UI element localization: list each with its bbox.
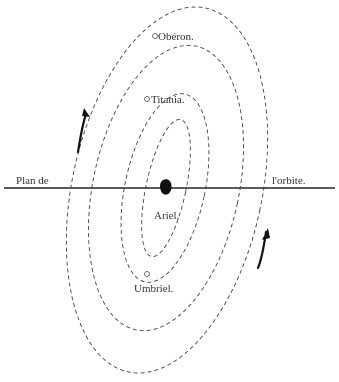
motion-arrowhead-right-icon [262, 228, 270, 240]
titania-moon [145, 97, 150, 102]
umbriel-label: Umbriel. [134, 283, 174, 295]
motion-arrow-left [78, 114, 86, 152]
ariel-label: Ariel. [154, 210, 180, 222]
uranus-planet-icon [160, 179, 172, 194]
oberon-moon [153, 34, 158, 39]
titania-label: Titania. [151, 94, 185, 106]
umbriel-moon [145, 272, 150, 277]
oberon-label: Obéron. [158, 31, 194, 43]
plane-label-right: l'orbite. [272, 175, 306, 187]
plane-label-left: Plan de [16, 175, 49, 187]
motion-arrowhead-left-icon [82, 108, 90, 117]
